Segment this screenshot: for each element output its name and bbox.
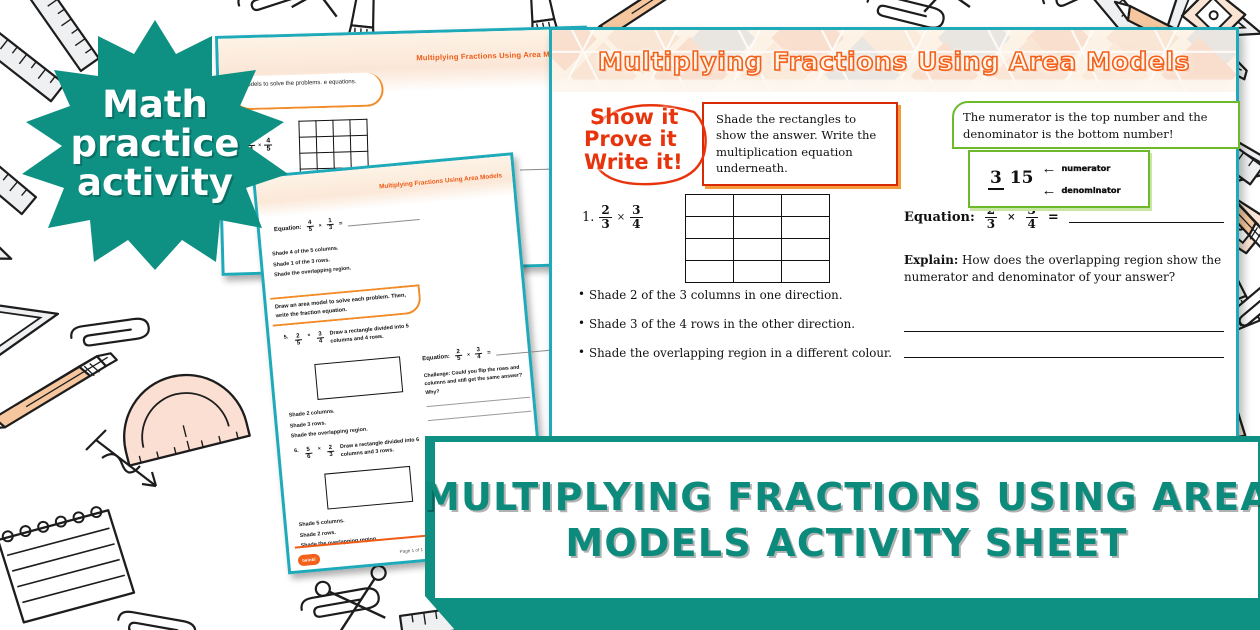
grid-row [685, 194, 830, 217]
answer-line-1[interactable] [904, 306, 1224, 332]
mid-eq2-equals: = [487, 349, 492, 357]
instruction-box: Shade the rectangles to show the answer.… [702, 102, 898, 186]
mid-p5-d2: 4 [318, 338, 323, 345]
question-1-area-model-grid[interactable] [685, 194, 830, 283]
mid-problem6-number: 6. [293, 447, 299, 455]
q1-frac1-denominator: 3 [601, 216, 610, 231]
numerator-label: numerator [1061, 163, 1111, 173]
twinkl-logo[interactable]: twinkl [297, 553, 321, 567]
star-burst-shape [22, 20, 288, 270]
banner-card: MULTIPLYING FRACTIONS USING AREA MODELS … [422, 440, 1260, 600]
question-1-bullets: Shade 2 of the 3 columns in one directio… [578, 287, 908, 375]
area-model-table [685, 194, 830, 283]
main-sheet-title: Multiplying Fractions Using Area Models [597, 46, 1191, 77]
fraction-part-labels: ← numerator ← denominator [1041, 161, 1120, 198]
main-sheet-header: Multiplying Fractions Using Area Models [552, 30, 1236, 92]
math-practice-activity-badge: Math practice activity [16, 14, 294, 274]
bullet-0: Shade 2 of the 3 columns in one directio… [578, 287, 908, 304]
grid-row [685, 260, 830, 283]
numerator-denominator-note: The numerator is the top number and the … [952, 101, 1240, 149]
mid-p6-prompt: Draw a rectangle divided into 6 columns … [339, 436, 420, 458]
mid-eq1-equals: = [338, 220, 343, 228]
equation-label: Equation: [904, 209, 975, 225]
explain-text: How does the overlapping region show the… [904, 253, 1222, 284]
eq-frac1-denominator: 3 [986, 216, 996, 231]
fraction-example-box: 3 15 ← numerator ← denominator [968, 150, 1150, 208]
eq-equals-sign: = [1047, 209, 1059, 225]
show-it-text: Show it [590, 105, 679, 129]
mid-p5-op: × [307, 332, 311, 339]
question-number: 1. [582, 209, 595, 225]
banner-line-0: MULTIPLYING FRACTIONS USING AREA [422, 475, 1260, 519]
example-denominator: 15 [1009, 168, 1034, 189]
mid-challenge-text: Challenge: Could you flip the rows and c… [423, 364, 523, 396]
mid-p6-d2: 3 [329, 452, 334, 459]
bullet-2: Shade the overlapping region in a differ… [578, 345, 908, 362]
mid-page-number: Page 1 of 1 [399, 547, 424, 555]
mid-problem5-number: 5. [283, 334, 289, 341]
explain-label: Explain: [904, 253, 959, 268]
mid-bullets-b: Shade 2 columns. Shade 3 rows. Shade the… [288, 404, 368, 442]
arrow-left-icon-denominator: ← [1041, 181, 1057, 199]
eq-frac2-denominator: 4 [1027, 216, 1036, 231]
q1-frac1-numerator: 2 [599, 203, 612, 218]
show-prove-write-label: Show it Prove it Write it! [584, 106, 714, 173]
mid-eq1-blank[interactable] [347, 213, 420, 227]
denominator-label: denominator [1061, 185, 1121, 195]
main-sheet-body: Show it Prove it Write it! Shade the rec… [552, 92, 1240, 437]
eq-frac2-numerator: 3 [1025, 203, 1038, 218]
eq-operator: × [1007, 211, 1016, 223]
answer-line-2[interactable] [904, 332, 1224, 358]
q1-frac2-denominator: 4 [632, 216, 641, 231]
mid-draw-rectangle-5[interactable] [314, 356, 404, 400]
mid-p5-d1: 5 [296, 340, 301, 347]
write-it-text: Write it! [584, 149, 683, 174]
mid-eq1-d1: 5 [308, 227, 313, 234]
eq-frac1-numerator: 2 [984, 203, 998, 218]
mid-eq2-label: Equation: [422, 353, 451, 363]
header-tile-pattern [552, 30, 1236, 92]
explain-answer-lines [904, 306, 1224, 358]
explain-prompt: Explain: How does the overlapping region… [904, 252, 1224, 285]
grid-row [685, 216, 830, 239]
bullet-1: Shade 3 of the 4 rows in the other direc… [578, 316, 908, 333]
mid-challenge-line-1[interactable] [426, 396, 531, 408]
question-1-expression: 1. 2 3 × 3 4 [582, 204, 643, 230]
banner-line-1: MODELS ACTIVITY SHEET [565, 521, 1128, 565]
mid-eq2-blank[interactable] [495, 344, 550, 356]
q1-operator: × [616, 211, 626, 223]
equation-row: Equation: 2 3 × 3 4 = [904, 204, 1224, 230]
example-numerator: 3 [988, 168, 1004, 191]
mid-equation-2: Equation: 2 5 × 3 4 = [422, 341, 551, 366]
mid-p6-op: × [317, 445, 322, 453]
q1-frac2-numerator: 3 [630, 203, 643, 218]
mid-p6-d1: 6 [306, 454, 311, 461]
mid-p5-prompt: Draw a rectangle divided into 5 columns … [329, 323, 410, 345]
showit-circle-doodle [594, 104, 707, 186]
prove-it-text: Prove it [584, 127, 677, 152]
mid-instruction-box: Draw an area model to solve each problem… [270, 284, 423, 328]
mid-challenge-line-2[interactable] [427, 410, 532, 422]
mid-eq2-d1: 5 [456, 356, 461, 363]
arrow-left-icon-numerator: ← [1041, 159, 1057, 177]
mid-eq1-d2: 3 [328, 225, 333, 232]
answer-column: Equation: 2 3 × 3 4 = Explain: How doe [904, 204, 1224, 358]
mid-problem-5: 5. 2 5 × 3 4 Draw a rectangle divided in… [284, 319, 455, 350]
equation-answer-blank[interactable] [1068, 211, 1224, 224]
bottom-title-banner: MULTIPLYING FRACTIONS USING AREA MODELS … [422, 436, 1260, 630]
mid-draw-rectangle-6[interactable] [324, 465, 414, 510]
mid-eq1-op: × [318, 222, 322, 229]
mid-eq2-d2: 4 [477, 354, 481, 361]
worksheet-main-preview[interactable]: Multiplying Fractions Using Area Models … [549, 27, 1240, 444]
grid-row [685, 238, 830, 261]
example-fraction: 3 15 [988, 168, 1034, 191]
mid-eq2-op: × [466, 351, 471, 359]
